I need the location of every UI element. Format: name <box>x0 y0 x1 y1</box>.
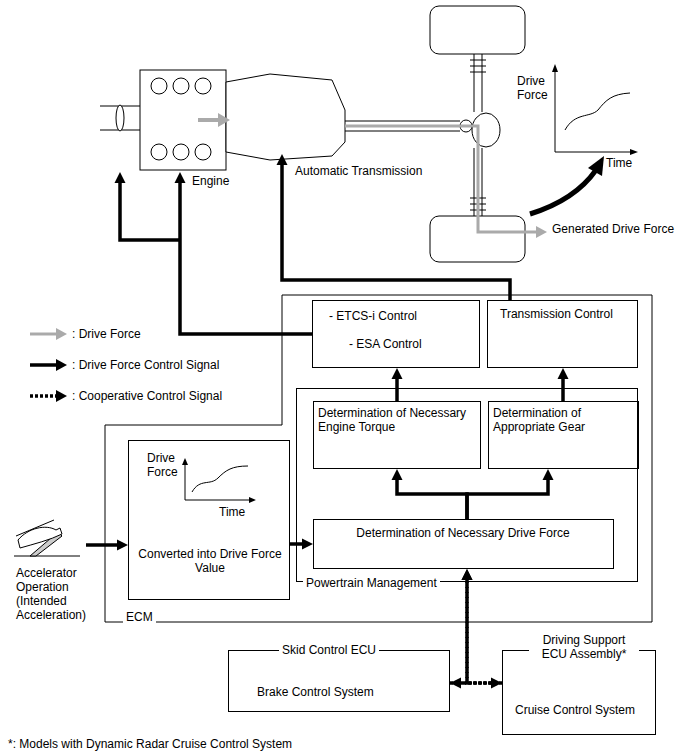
process-box: Determination of Appropriate Gear <box>488 401 639 469</box>
arrowhead <box>558 368 569 379</box>
arrowhead <box>462 569 473 580</box>
node-text: Cruise Control System <box>515 703 653 717</box>
node-text: Determination of Appropriate Gear <box>493 406 634 434</box>
legend-sample <box>56 359 67 371</box>
transmission-case <box>226 74 345 160</box>
legend-sample <box>56 390 67 402</box>
connector-line <box>450 577 467 683</box>
connector-line <box>467 577 502 683</box>
drive-force-flow <box>345 126 536 232</box>
node-text: - ESA Control <box>349 337 477 351</box>
node-text: Accelerator Operation (Intended Accelera… <box>16 566 96 622</box>
ecm-region: ECM Drive ForceTimeConverted into Drive F… <box>105 295 652 622</box>
cooperative-signal <box>462 569 503 683</box>
arrowhead <box>277 154 288 165</box>
arrowhead <box>115 172 126 183</box>
automatic-transmission: Automatic Transmission <box>225 72 347 154</box>
differential <box>472 113 500 147</box>
intake-pipe <box>100 106 140 130</box>
arrowhead <box>462 569 473 580</box>
drive-force-flow <box>198 118 218 122</box>
driver-foot <box>18 527 62 548</box>
label: *: Models with Dynamic Radar Cruise Cont… <box>8 737 292 751</box>
ecm-outline <box>105 295 652 622</box>
control-box: Transmission Control <box>487 300 638 368</box>
control-signal <box>392 469 468 519</box>
arrowhead <box>392 368 403 379</box>
node-text: ECM <box>123 610 156 624</box>
node-text: Skid Control ECU <box>279 643 379 657</box>
node-text: Brake Control System <box>257 685 437 699</box>
arrowhead <box>175 172 186 183</box>
label: Drive Force <box>517 74 555 102</box>
connector-line <box>282 162 510 300</box>
control-box: - ETCS-i Control - ESA Control <box>312 300 480 368</box>
connector-line <box>397 477 467 519</box>
axis-arrow <box>630 149 638 155</box>
graph-curve <box>192 466 248 492</box>
arrowhead <box>117 540 128 551</box>
wheel <box>430 6 525 54</box>
axis-arrow <box>552 64 558 72</box>
graph-axis <box>185 464 250 500</box>
process-box: Determination of Necessary Engine Torque <box>313 401 481 469</box>
axis-arrow <box>182 458 188 465</box>
control-signal <box>290 539 313 550</box>
engine: Engine <box>110 62 230 172</box>
drive-force-arrowhead <box>536 226 547 238</box>
node-text: Time <box>219 505 245 519</box>
node-text: Engine <box>192 174 229 188</box>
connector-line <box>467 477 548 519</box>
node-text: Transmission Control <box>500 307 630 321</box>
node-text: Automatic Transmission <box>295 164 422 178</box>
graph-curve <box>565 93 630 130</box>
legend-text: : Drive Force <box>72 327 141 341</box>
powertrain-box: Powertrain ManagementDetermination of Ne… <box>296 388 638 582</box>
node-text: Powertrain Management <box>303 576 440 590</box>
throttle-valve <box>116 105 124 131</box>
legend-sample <box>56 328 67 340</box>
connector-line <box>120 180 180 240</box>
connector-line <box>180 180 312 334</box>
node-text: - ETCS-i Control <box>329 309 477 323</box>
legend-text: : Drive Force Control Signal <box>72 358 219 372</box>
drive-force-arrowhead <box>218 113 230 127</box>
axis-arrow <box>249 497 256 503</box>
legend-sample <box>30 333 56 336</box>
engine-block <box>140 70 226 170</box>
control-signal <box>467 469 554 519</box>
arrowhead <box>302 539 313 550</box>
result-arrow <box>530 170 596 214</box>
node-text: Determination of Necessary Engine Torque <box>318 406 476 434</box>
node-text: Determination of Necessary Drive Force <box>314 526 612 540</box>
cooperative-signal <box>450 569 473 683</box>
graph-axis <box>555 70 632 152</box>
label: Time <box>606 156 632 170</box>
legend-sample <box>30 394 56 398</box>
node-text: Driving Support ECU Assembly* <box>529 633 639 661</box>
arrowhead <box>392 469 403 480</box>
legend-text: : Cooperative Control Signal <box>72 389 222 403</box>
process-box: Determination of Necessary Drive Force <box>313 519 614 569</box>
arrowhead <box>543 469 554 480</box>
node-text: Drive Force <box>147 451 187 479</box>
connector-line <box>86 543 120 547</box>
leg-line <box>16 520 54 536</box>
floor-line <box>14 556 80 557</box>
node-text: Converted into Drive Force Value <box>135 547 285 575</box>
converter-box: Drive ForceTimeConverted into Drive Forc… <box>128 440 290 600</box>
ecu-box: Skid Control ECUBrake Control System <box>228 650 450 712</box>
label: Generated Drive Force <box>552 222 674 236</box>
control-signal <box>277 154 511 300</box>
legend-sample <box>30 363 56 367</box>
result-arrowhead <box>588 156 604 176</box>
ecu-box: Driving Support ECU Assembly*Cruise Cont… <box>502 650 656 735</box>
control-signal <box>392 368 403 401</box>
control-signal <box>558 368 569 401</box>
control-signal <box>86 540 128 551</box>
accelerator: Accelerator Operation (Intended Accelera… <box>12 520 112 610</box>
